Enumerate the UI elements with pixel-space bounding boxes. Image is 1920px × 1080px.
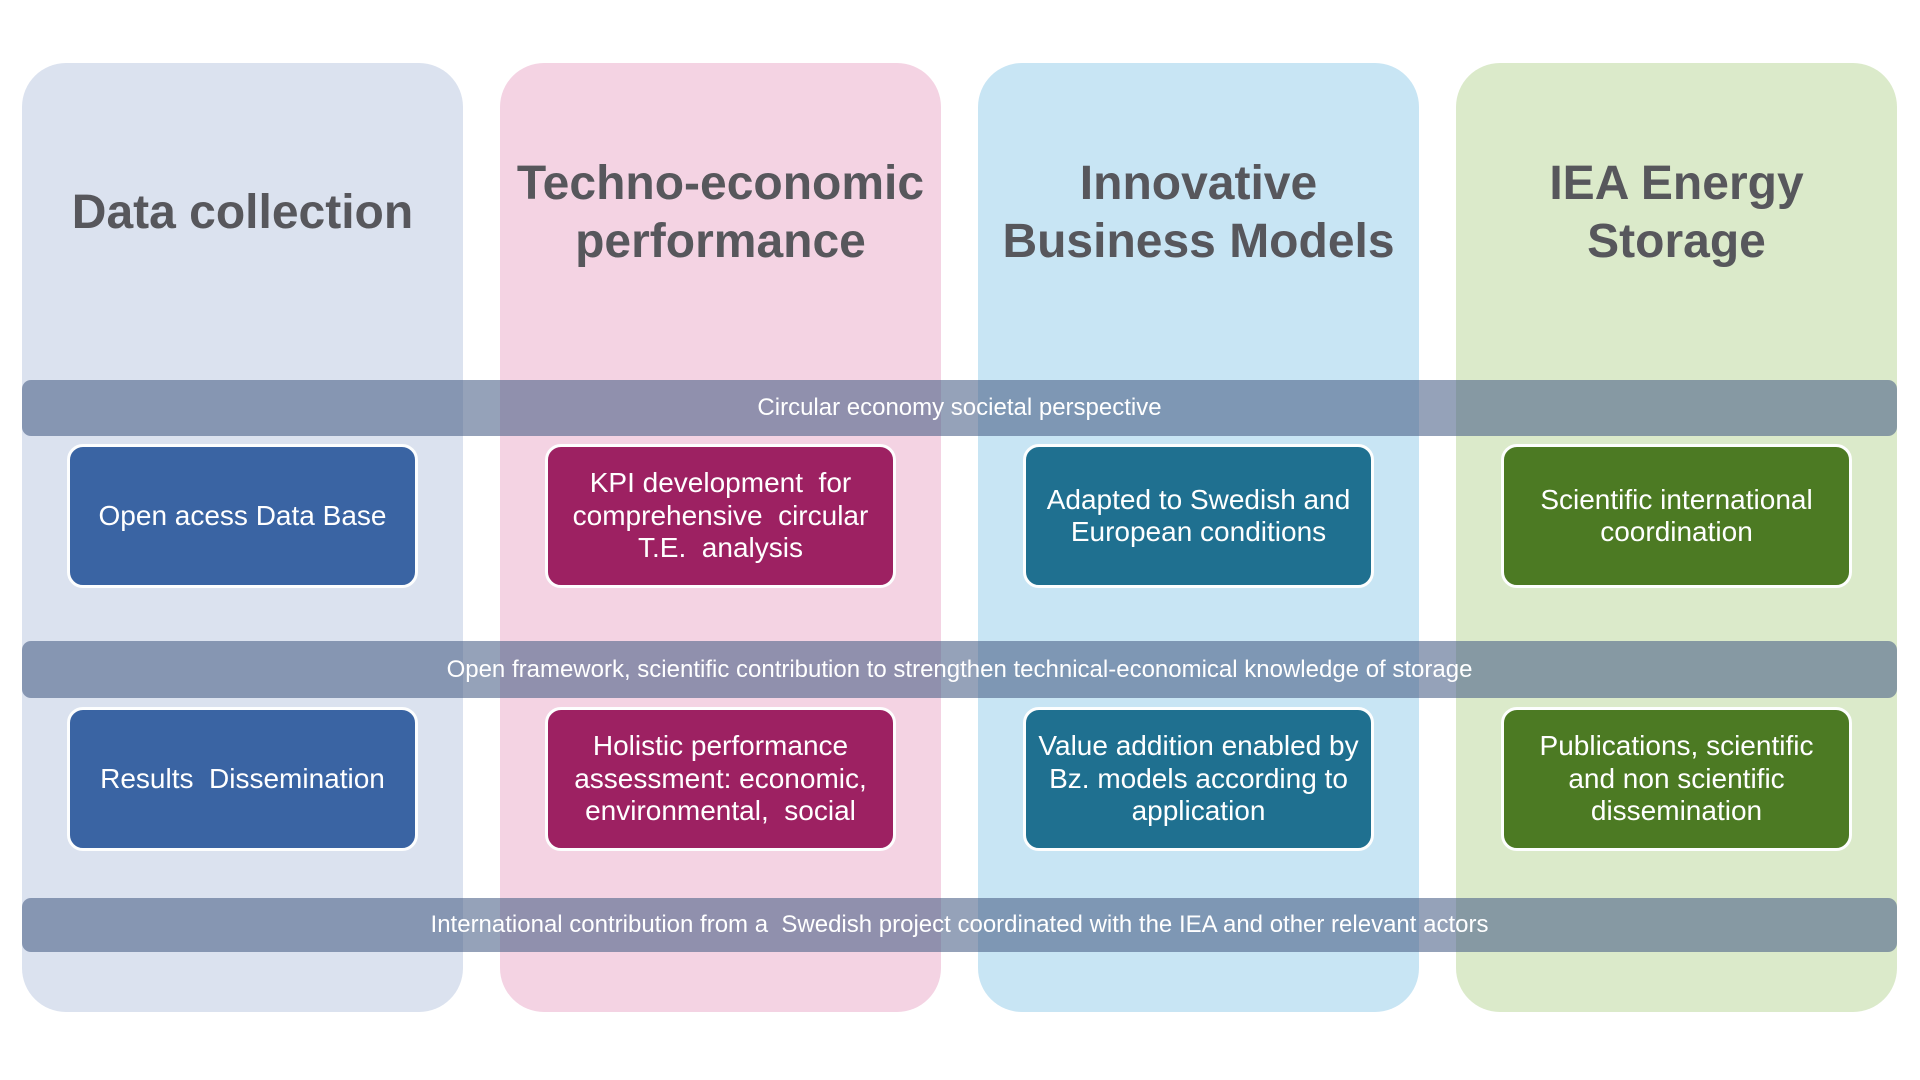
box-holistic-performance-assessment: Holistic performance assessment: economi… [545, 707, 896, 851]
bar-text: Circular economy societal perspective [757, 394, 1162, 421]
overlay-bar-international-contribution: International contribution from a Swedis… [22, 898, 1897, 952]
overlay-bar-circular-economy: Circular economy societal perspective [22, 380, 1897, 436]
column-title-data-collection: Data collection [71, 186, 414, 240]
box-text: Open acess Data Base [98, 499, 387, 531]
box-text: Value addition enabled by Bz. models acc… [1038, 730, 1359, 827]
column-title-iea-energy-storage: IEA Energy Storage [1549, 157, 1804, 268]
box-publications-dissemination: Publications, scientific and non scienti… [1501, 707, 1852, 851]
column-innovative-business-models: Innovative Business Models Adapted to Sw… [978, 63, 1419, 1012]
box-value-addition: Value addition enabled by Bz. models acc… [1023, 707, 1374, 851]
column-data-collection: Data collection Open acess Data Base Res… [22, 63, 463, 1012]
box-kpi-development: KPI development for comprehensive circul… [545, 444, 896, 588]
box-text: Results Dissemination [100, 762, 385, 794]
box-text: Holistic performance assessment: economi… [574, 730, 867, 827]
box-text: Scientific international coordination [1540, 483, 1813, 547]
overlay-bar-open-framework: Open framework, scientific contribution … [22, 641, 1897, 698]
box-text: Publications, scientific and non scienti… [1539, 730, 1814, 827]
bar-text: International contribution from a Swedis… [430, 911, 1489, 938]
column-iea-energy-storage: IEA Energy Storage Scientific internatio… [1456, 63, 1897, 1012]
box-adapted-to-conditions: Adapted to Swedish and European conditio… [1023, 444, 1374, 588]
column-title-innovative-business: Innovative Business Models [1002, 157, 1395, 268]
box-text: KPI development for comprehensive circul… [572, 467, 869, 564]
column-title-techno-economic: Techno-economic performance [516, 157, 925, 268]
box-open-acess-data-base: Open acess Data Base [67, 444, 418, 588]
column-techno-economic-performance: Techno-economic performance KPI developm… [500, 63, 941, 1012]
box-text: Adapted to Swedish and European conditio… [1046, 483, 1351, 547]
box-results-dissemination: Results Dissemination [67, 707, 418, 851]
box-scientific-international-coordination: Scientific international coordination [1501, 444, 1852, 588]
bar-text: Open framework, scientific contribution … [446, 655, 1473, 683]
